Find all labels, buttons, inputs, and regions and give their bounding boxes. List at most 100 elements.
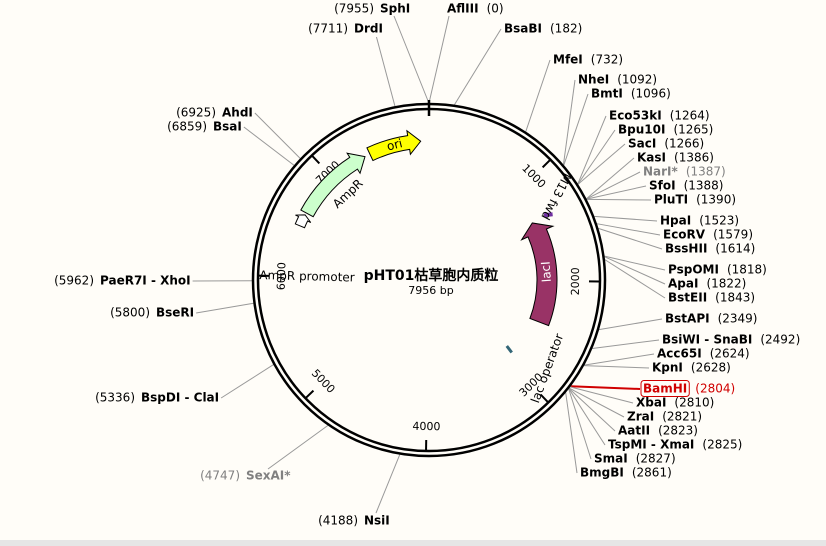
leader-aatii [568,387,616,432]
site-name-nsii: NsiI [364,514,390,528]
tick-label-2000: 2000 [569,267,582,295]
site-pos-bstapi: (2349) [718,312,758,326]
site-name-drdi: DrdI [354,22,383,36]
site-name-paer7i-xhoi: PaeR7I - XhoI [100,274,191,288]
leader-bmti [563,93,589,166]
leader-ahdi [254,112,301,159]
site-pos-mfei: (732) [591,53,623,67]
site-aatii[interactable]: AatII(2823) [618,424,698,438]
site-pos-sexai: (4747) [200,469,240,483]
tick-label-6000: 6000 [275,262,289,290]
leader-zrai [568,387,625,418]
site-bpu10i[interactable]: Bpu10I (1265) [618,123,713,137]
site-name-kasi: KasI [637,151,666,165]
site-bamhi[interactable]: BamHI(2804) [640,380,735,397]
site-name-acc65i: Acc65I [657,347,702,361]
site-bseri[interactable]: (5800)BseRI [110,306,194,320]
site-bsai[interactable]: (6859)BsaI [167,120,242,134]
plasmid-title: pHT01枯草胞内质粒 [364,267,499,284]
site-pos-smai: (2827) [636,452,676,466]
leader-nhei [562,79,576,165]
site-bmti[interactable]: BmtI(1096) [591,87,671,101]
site-apai[interactable]: ApaI(1822) [668,277,746,291]
site-sphi[interactable]: (7955)SphI [334,2,410,16]
leader-sexai [267,424,329,470]
leader-sphi [393,15,430,104]
site-pos-bmti: (1096) [631,87,671,101]
site-pos-ecorv: (1579) [713,228,753,242]
leader-bsshii [598,227,663,250]
site-pos-sphi: (7955) [334,2,374,16]
site-pos-pspomi: (1818) [727,263,767,277]
site-nsii[interactable]: (4188)NsiI [318,514,390,528]
site-kpni[interactable]: KpnI (2628) [652,361,731,375]
site-kasi[interactable]: KasI(1386) [637,151,714,165]
bottom-scroll-strip [0,540,826,546]
plasmid-size: 7956 bp [408,284,453,297]
site-name-apai: ApaI [668,277,698,291]
site-pos-zrai: (2821) [662,410,702,424]
site-eco53ki[interactable]: Eco53kI(1264) [609,109,710,123]
site-name-zrai: ZraI [627,410,654,424]
site-pluti[interactable]: PluTI(1390) [654,193,736,207]
site-bspdi-clai[interactable]: (5336)BspDI - ClaI [95,391,219,405]
site-name-pluti: PluTI [654,193,688,207]
site-bsabi[interactable]: BsaBI(182) [504,22,582,36]
site-pos-kpni: (2628) [691,361,731,375]
site-name-kpni: KpnI [652,361,683,375]
site-nhei[interactable]: NheI(1092) [578,73,657,87]
site-name-eco53ki: Eco53kI [609,109,662,123]
leader-bstapi [598,318,663,331]
leader-pluti [586,198,652,201]
leader-xbai [569,386,634,404]
leader-mfei [525,59,551,132]
tick-label-4000: 4000 [412,420,440,433]
site-pos-bpu10i: (1265) [673,123,713,137]
site-bsiwi-snabi[interactable]: BsiWI - SnaBI(2492) [662,333,800,347]
site-name-bspdi-clai: BspDI - ClaI [141,391,219,405]
site-mfei[interactable]: MfeI(732) [553,53,623,67]
site-name-bpu10i: Bpu10I [618,123,665,137]
site-bsshii[interactable]: BssHII (1614) [665,242,755,256]
site-hpai[interactable]: HpaI(1523) [660,214,739,228]
site-pspomi[interactable]: PspOMI (1818) [668,263,767,277]
site-xbai[interactable]: XbaI(2810) [636,396,714,410]
tick-1000 [541,159,551,169]
feature-ampr [300,152,366,218]
site-pos-nari: (1387) [686,165,726,179]
site-afliii[interactable]: AflIII(0) [447,2,504,16]
site-labels[interactable]: (7955)SphI AflIII(0)BsaBI(182) (7711)DrdI M… [54,2,800,528]
site-bsteii[interactable]: BstEII(1843) [668,291,755,305]
site-pos-ahdi: (6925) [176,106,216,120]
site-name-nhei: NheI [578,73,609,87]
site-name-pspomi: PspOMI [668,263,719,277]
site-sfoi[interactable]: SfoI(1388) [649,179,723,193]
site-sexai[interactable]: (4747) SexAI* [200,469,291,483]
site-name-sexai: SexAI* [246,469,291,483]
site-paer7i-xhoi[interactable]: (5962) PaeR7I - XhoI [54,274,191,288]
tick-5000 [305,389,315,399]
site-pos-bsai: (6859) [167,120,207,134]
site-highlight-box-bamhi [640,380,690,397]
site-name-bmgbi: BmgBI [580,466,624,480]
site-pos-bsshii: (1614) [715,242,755,256]
tick-3000 [539,393,549,403]
site-pos-paer7i-xhoi: (5962) [54,274,94,288]
site-name-bsshii: BssHII [665,242,707,256]
site-smai[interactable]: SmaI(2827) [594,452,676,466]
site-ecorv[interactable]: EcoRV(1579) [663,228,753,242]
site-bmgbi[interactable]: BmgBI(2861) [580,466,672,480]
site-drdi[interactable]: (7711)DrdI [308,22,383,36]
site-tspmi-xmai[interactable]: TspMI - XmaI(2825) [608,438,742,452]
leader-eco53ki [577,115,607,185]
site-ahdi[interactable]: (6925)AhdI [176,106,253,120]
site-zrai[interactable]: ZraI (2821) [627,410,702,424]
site-acc65i[interactable]: Acc65I(2624) [657,347,750,361]
site-nari[interactable]: NarI*(1387) [643,165,726,179]
leader-kpni [583,365,650,369]
leader-bpu10i [577,129,616,185]
site-saci[interactable]: SacI(1266) [628,137,704,151]
site-bstapi[interactable]: BstAPI(2349) [665,312,757,326]
leader-kasi [585,157,635,200]
